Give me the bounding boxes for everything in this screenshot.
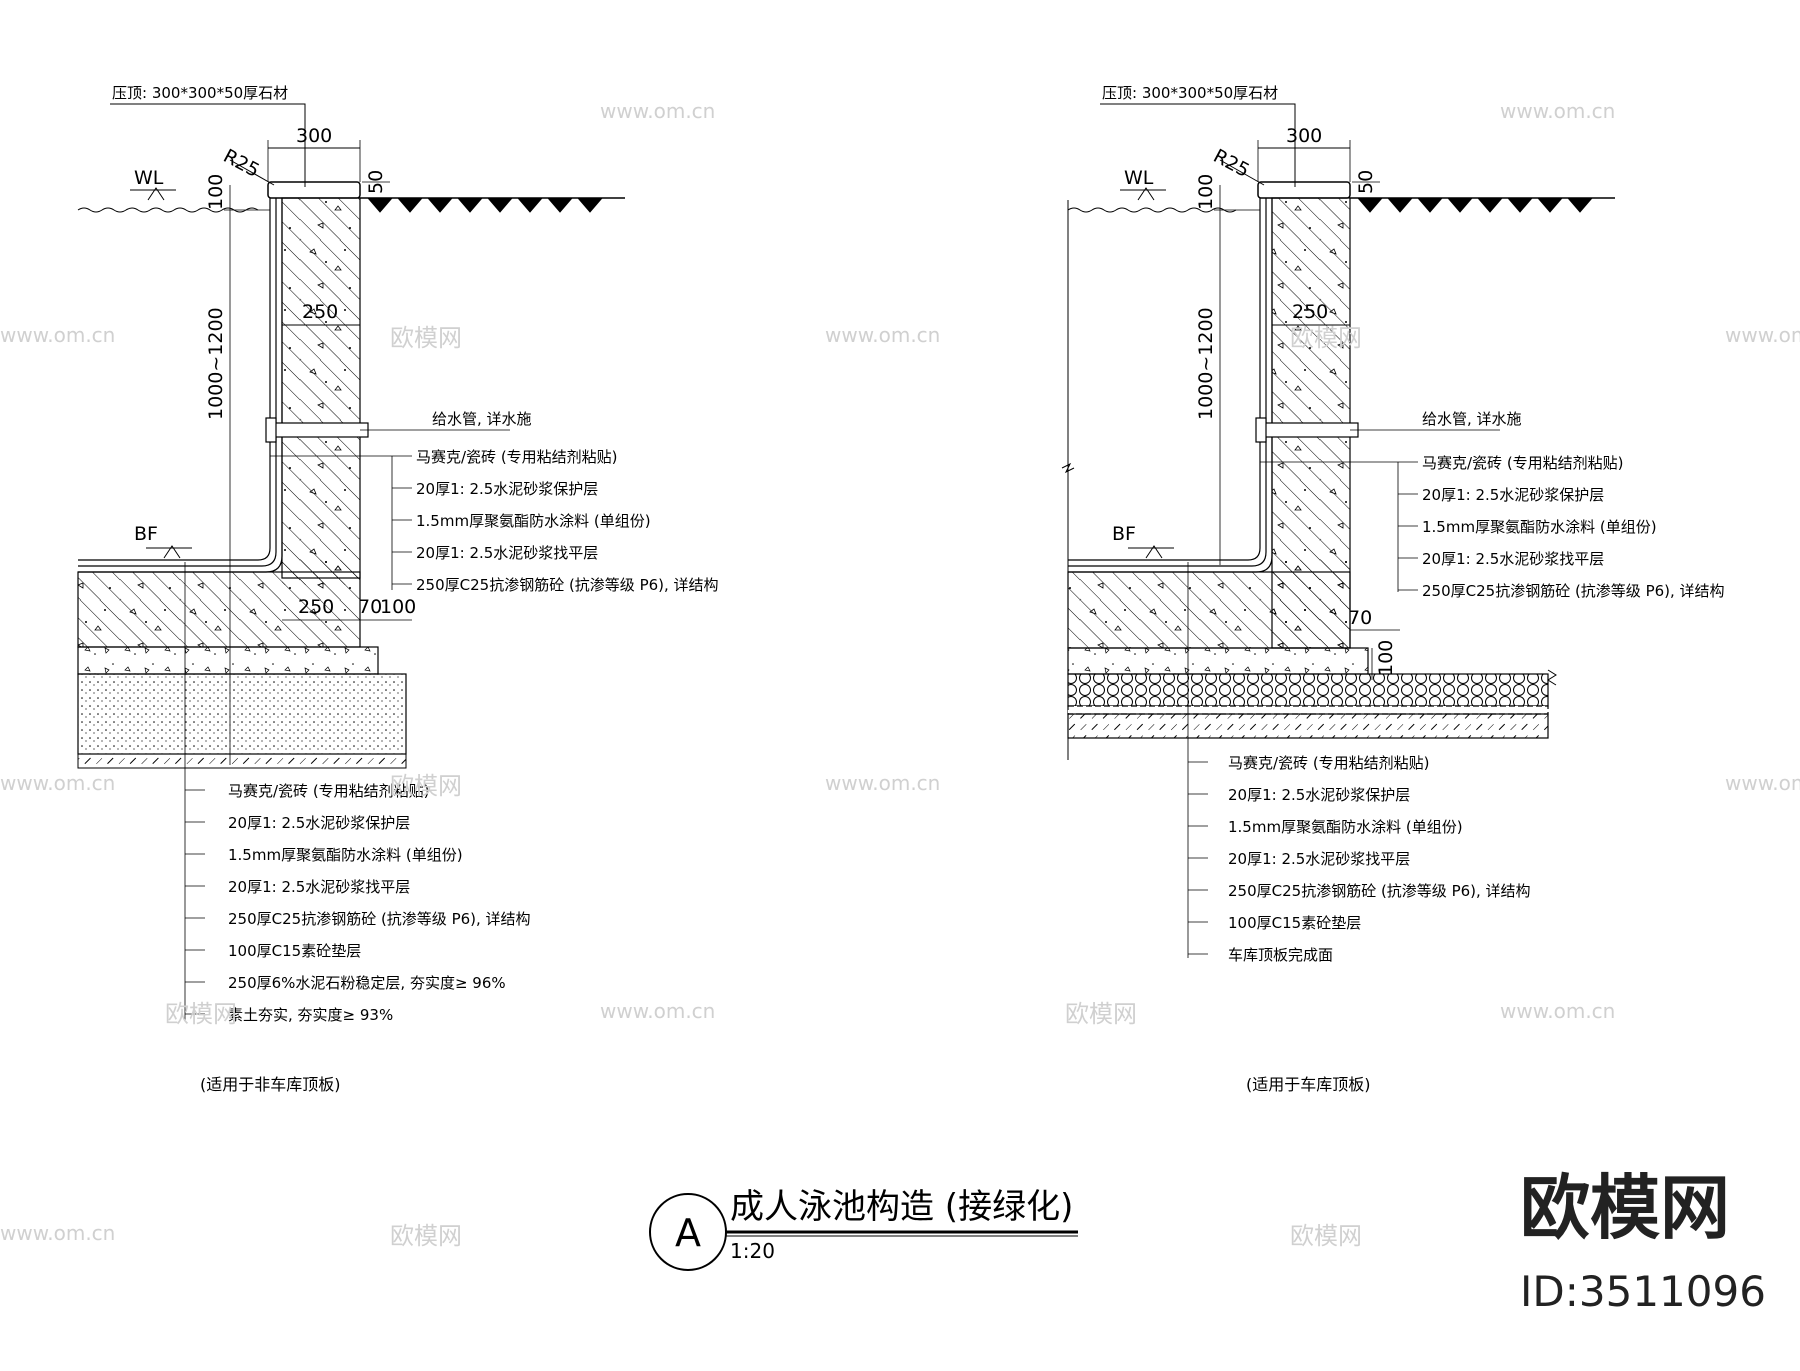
coping-stone: [267, 181, 361, 199]
water-pipe: [271, 422, 369, 438]
svg-text:欧模网: 欧模网: [1290, 1222, 1362, 1250]
dim-100b: 100: [1375, 640, 1397, 676]
svg-text:250厚C25抗渗钢筋砼 (抗渗等级 P6), 详结构: 250厚C25抗渗钢筋砼 (抗渗等级 P6), 详结构: [1228, 882, 1531, 900]
svg-text:20厚1: 2.5水泥砂浆保护层: 20厚1: 2.5水泥砂浆保护层: [1422, 486, 1604, 504]
bf-label: BF: [134, 523, 158, 545]
svg-text:20厚1: 2.5水泥砂浆保护层: 20厚1: 2.5水泥砂浆保护层: [228, 814, 410, 832]
drawing-title: A 成人泳池构造 (接绿化) 1:20: [649, 1187, 1078, 1271]
svg-text:www.om.cn: www.om.cn: [1725, 771, 1800, 795]
svg-text:www.om.cn: www.om.cn: [825, 323, 940, 347]
svg-text:20厚1: 2.5水泥砂浆找平层: 20厚1: 2.5水泥砂浆找平层: [1422, 550, 1604, 568]
svg-text:www.om.cn: www.om.cn: [1725, 323, 1800, 347]
section-marker: A: [675, 1211, 701, 1255]
dim-base-100: 100: [380, 596, 416, 618]
gravel-layer: [1067, 673, 1549, 707]
svg-text:1.5mm厚聚氨酯防水涂料 (单组份): 1.5mm厚聚氨酯防水涂料 (单组份): [1228, 818, 1463, 836]
svg-text:www.om.cn: www.om.cn: [825, 771, 940, 795]
svg-text:www.om.cn: www.om.cn: [1500, 99, 1615, 123]
svg-text:1.5mm厚聚氨酯防水涂料 (单组份): 1.5mm厚聚氨酯防水涂料 (单组份): [1422, 518, 1657, 536]
rammed-soil: [77, 753, 407, 769]
svg-text:100厚C15素砼垫层: 100厚C15素砼垫层: [1228, 914, 1361, 932]
lining-layers: [78, 198, 283, 573]
svg-text:20厚1: 2.5水泥砂浆保护层: 20厚1: 2.5水泥砂浆保护层: [416, 480, 598, 498]
svg-text:100厚C15素砼垫层: 100厚C15素砼垫层: [228, 942, 361, 960]
svg-text:欧模网: 欧模网: [1290, 324, 1362, 352]
svg-text:1.5mm厚聚氨酯防水涂料 (单组份): 1.5mm厚聚氨酯防水涂料 (单组份): [416, 512, 651, 530]
svg-text:250厚C25抗渗钢筋砼 (抗渗等级 P6), 详结构: 250厚C25抗渗钢筋砼 (抗渗等级 P6), 详结构: [416, 576, 719, 594]
svg-text:20厚1: 2.5水泥砂浆找平层: 20厚1: 2.5水泥砂浆找平层: [228, 878, 410, 896]
svg-text:欧模网: 欧模网: [165, 1000, 237, 1028]
dim-wall-250: 250: [1292, 301, 1328, 323]
svg-text:www.om.cn: www.om.cn: [0, 771, 115, 795]
floor-layer-labels: 马赛克/瓷砖 (专用粘结剂粘贴) 20厚1: 2.5水泥砂浆保护层 1.5mm厚…: [1188, 754, 1531, 964]
grass-symbol: [1357, 197, 1593, 213]
pipe-label: 给水管, 详水施: [432, 410, 532, 428]
dim-70: 70: [1348, 607, 1372, 629]
brand-name: 欧模网: [1520, 1167, 1730, 1249]
watermarks: www.om.cn www.om.cn www.om.cn www.om.cn …: [0, 99, 1800, 1250]
wl-label: WL: [134, 167, 164, 189]
dim-300: 300: [1286, 125, 1322, 147]
dim-300: 300: [296, 125, 332, 147]
svg-text:欧模网: 欧模网: [390, 772, 462, 800]
title-text: 成人泳池构造 (接绿化): [730, 1187, 1073, 1227]
coping-stone: [1257, 181, 1351, 199]
svg-text:250厚C25抗渗钢筋砼 (抗渗等级 P6), 详结构: 250厚C25抗渗钢筋砼 (抗渗等级 P6), 详结构: [1422, 582, 1725, 600]
svg-text:马赛克/瓷砖 (专用粘结剂粘贴): 马赛克/瓷砖 (专用粘结剂粘贴): [1422, 454, 1624, 472]
water-surface: [77, 207, 259, 213]
wall-concrete: [281, 197, 361, 579]
svg-text:250厚6%水泥石粉稳定层, 夯实度≥ 96%: 250厚6%水泥石粉稳定层, 夯实度≥ 96%: [228, 974, 506, 992]
svg-text:欧模网: 欧模网: [390, 324, 462, 352]
lining-layers: [1068, 198, 1273, 573]
brand-id: ID:3511096: [1520, 1267, 1766, 1316]
svg-text:www.om.cn: www.om.cn: [0, 1221, 115, 1245]
svg-text:素土夯实, 夯实度≥ 93%: 素土夯实, 夯实度≥ 93%: [228, 1006, 393, 1024]
right-detail: 压顶: 300*300*50厚石材 300 R25 WL 100 1000~12…: [1061, 84, 1725, 1094]
pipe-label: 给水管, 详水施: [1422, 410, 1522, 428]
c15-cushion: [1067, 647, 1369, 675]
coping-label: 压顶: 300*300*50厚石材: [1102, 84, 1278, 102]
c15-cushion: [77, 646, 379, 675]
dim-base-70: 70: [358, 596, 382, 618]
stabilized-layer: [77, 673, 407, 755]
left-detail: 压顶: 300*300*50厚石材 300 R25 WL 100 1000~12…: [77, 84, 719, 1094]
dim-height: 1000~1200: [205, 307, 227, 420]
wl-label: WL: [1124, 167, 1154, 189]
svg-text:马赛克/瓷砖 (专用粘结剂粘贴): 马赛克/瓷砖 (专用粘结剂粘贴): [416, 448, 618, 466]
roof-slab: [1067, 713, 1549, 739]
dim-height: 1000~1200: [1195, 307, 1217, 420]
svg-text:20厚1: 2.5水泥砂浆保护层: 20厚1: 2.5水泥砂浆保护层: [1228, 786, 1410, 804]
svg-text:1.5mm厚聚氨酯防水涂料 (单组份): 1.5mm厚聚氨酯防水涂料 (单组份): [228, 846, 463, 864]
svg-text:欧模网: 欧模网: [1065, 1000, 1137, 1028]
water-surface: [1067, 207, 1237, 213]
svg-text:20厚1: 2.5水泥砂浆找平层: 20厚1: 2.5水泥砂浆找平层: [416, 544, 598, 562]
left-caption: (适用于非车库顶板): [200, 1075, 341, 1094]
right-caption: (适用于车库顶板): [1246, 1075, 1371, 1094]
svg-text:马赛克/瓷砖 (专用粘结剂粘贴): 马赛克/瓷砖 (专用粘结剂粘贴): [1228, 754, 1430, 772]
coping-label: 压顶: 300*300*50厚石材: [112, 84, 288, 102]
dim-100: 100: [205, 174, 227, 210]
scale-text: 1:20: [730, 1239, 775, 1263]
floor-layer-labels: 马赛克/瓷砖 (专用粘结剂粘贴) 20厚1: 2.5水泥砂浆保护层 1.5mm厚…: [185, 782, 531, 1024]
grass-symbol: [367, 197, 603, 213]
svg-text:www.om.cn: www.om.cn: [1500, 999, 1615, 1023]
bf-label: BF: [1112, 523, 1136, 545]
svg-text:www.om.cn: www.om.cn: [600, 99, 715, 123]
brand-block: 欧模网 ID:3511096: [1520, 1167, 1766, 1316]
membrane-layer: [1067, 705, 1549, 715]
svg-text:车库顶板完成面: 车库顶板完成面: [1228, 946, 1333, 964]
svg-text:马赛克/瓷砖 (专用粘结剂粘贴): 马赛克/瓷砖 (专用粘结剂粘贴): [228, 782, 430, 800]
dim-wall-250: 250: [302, 301, 338, 323]
svg-text:250厚C25抗渗钢筋砼 (抗渗等级 P6), 详结构: 250厚C25抗渗钢筋砼 (抗渗等级 P6), 详结构: [228, 910, 531, 928]
water-pipe: [1261, 422, 1359, 438]
svg-text:www.om.cn: www.om.cn: [0, 323, 115, 347]
wall-layer-labels: 马赛克/瓷砖 (专用粘结剂粘贴) 20厚1: 2.5水泥砂浆保护层 1.5mm厚…: [392, 448, 719, 594]
dim-100: 100: [1195, 174, 1217, 210]
dim-base-250: 250: [298, 596, 334, 618]
svg-text:www.om.cn: www.om.cn: [600, 999, 715, 1023]
svg-text:20厚1: 2.5水泥砂浆找平层: 20厚1: 2.5水泥砂浆找平层: [1228, 850, 1410, 868]
wall-layer-labels: 马赛克/瓷砖 (专用粘结剂粘贴) 20厚1: 2.5水泥砂浆保护层 1.5mm厚…: [1398, 454, 1725, 600]
svg-text:欧模网: 欧模网: [390, 1222, 462, 1250]
